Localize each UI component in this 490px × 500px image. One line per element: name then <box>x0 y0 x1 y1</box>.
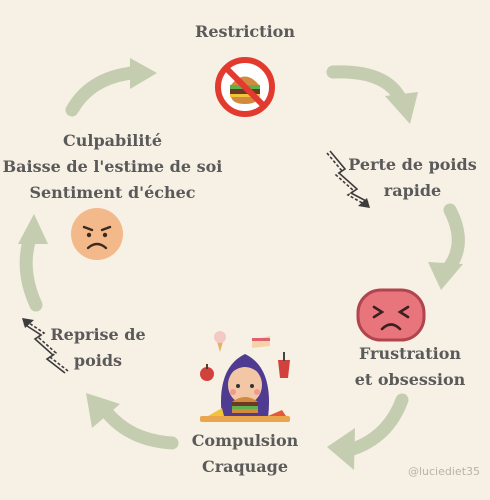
stage-frustration-line2: et obsession <box>354 370 466 389</box>
stage-reprise-line2: poids <box>73 351 123 370</box>
arrow-reprise-to-culpabilite <box>19 231 43 312</box>
arrow-restriction-to-perte <box>326 65 407 105</box>
arrow-frustration-to-compulsion <box>343 393 409 457</box>
stage-culpabilite-line1: Culpabilité <box>63 131 162 150</box>
stage-restriction-label: Restriction <box>195 22 295 41</box>
stage-compulsion-line2: Craquage <box>201 457 289 476</box>
arrowhead-culpabilite <box>18 214 48 244</box>
stage-frustration-line1: Frustration <box>358 344 462 363</box>
stage-reprise-line1: Reprise de <box>50 325 146 344</box>
stage-perte-de-poids: Perte de poids rapide <box>340 152 485 204</box>
arrowhead-reprise <box>86 393 120 428</box>
stage-perte-line1: Perte de poids <box>348 155 477 174</box>
no-burger-icon <box>215 57 275 117</box>
sad-face-icon <box>71 208 123 260</box>
stage-culpabilite: Culpabilité Baisse de l'estime de soi Se… <box>0 128 225 206</box>
arrowhead-restriction <box>130 58 157 89</box>
angry-face-icon <box>356 288 426 342</box>
girl-eating-junk-food-icon <box>200 331 290 422</box>
arrow-compulsion-to-reprise <box>98 403 179 450</box>
watermark-handle: @luciediet35 <box>407 465 480 478</box>
stage-culpabilite-line2: Baisse de l'estime de soi <box>2 157 223 176</box>
stage-compulsion: Compulsion Craquage <box>170 428 320 480</box>
stage-perte-line2: rapide <box>383 181 442 200</box>
stage-restriction: Restriction <box>145 19 345 45</box>
arrow-perte-to-frustration <box>440 203 465 277</box>
stage-culpabilite-line3: Sentiment d'échec <box>29 183 196 202</box>
arrow-culpabilite-to-restriction <box>65 66 139 117</box>
up-trend-arrow-icon <box>22 318 69 374</box>
stage-frustration: Frustration et obsession <box>335 341 485 393</box>
arrowhead-perte <box>385 92 418 124</box>
stage-compulsion-line1: Compulsion <box>191 431 299 450</box>
stage-reprise-de-poids: Reprise de poids <box>38 322 158 374</box>
arrowhead-frustration <box>428 262 463 290</box>
down-trend-arrow-icon <box>326 150 370 208</box>
arrowhead-compulsion <box>327 428 355 470</box>
